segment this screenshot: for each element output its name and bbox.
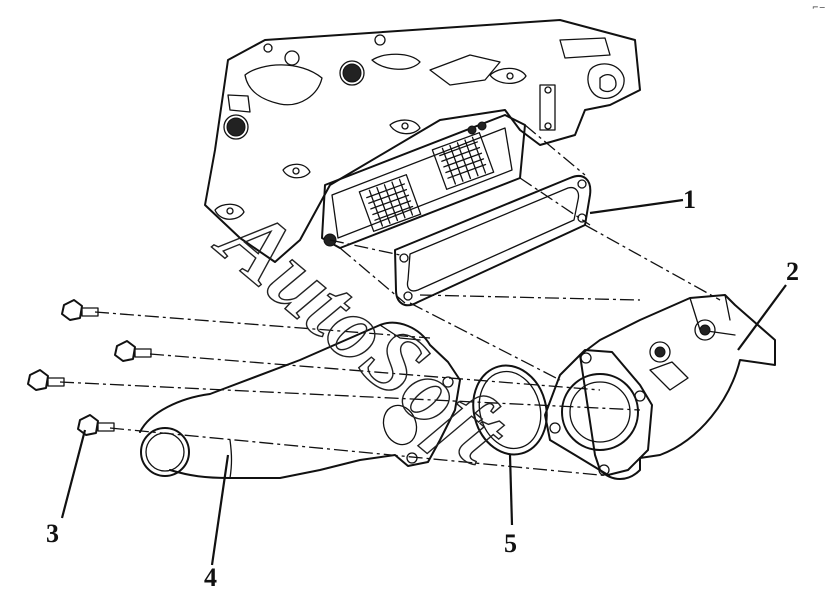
callout-3: 3: [46, 519, 59, 548]
intake-heater-assembly: [321, 114, 526, 249]
callout-5: 5: [504, 529, 517, 558]
watermark-text: AutoSoft: [198, 184, 528, 484]
callout-4: 4: [204, 563, 217, 592]
bolt-2: [114, 340, 152, 362]
bolt-4: [77, 414, 115, 436]
corner-mark: ⌐−: [812, 3, 825, 12]
bolt-1: [61, 299, 99, 321]
part-4-intake-tube: [139, 321, 461, 479]
part-1-gasket: [394, 175, 592, 307]
leader-lines: [60, 198, 787, 566]
cylinder-head: [204, 19, 641, 263]
assembly-center-lines: [59, 124, 721, 477]
part-5-o-ring: [472, 364, 548, 456]
bolt-3: [27, 369, 65, 391]
heater-grid-right: [439, 136, 487, 185]
heater-grid-left: [366, 178, 414, 227]
part-3-bolts: [27, 299, 152, 436]
callout-2: 2: [786, 257, 799, 286]
callout-1: 1: [683, 185, 696, 214]
part-2-intake-elbow: [544, 294, 776, 480]
